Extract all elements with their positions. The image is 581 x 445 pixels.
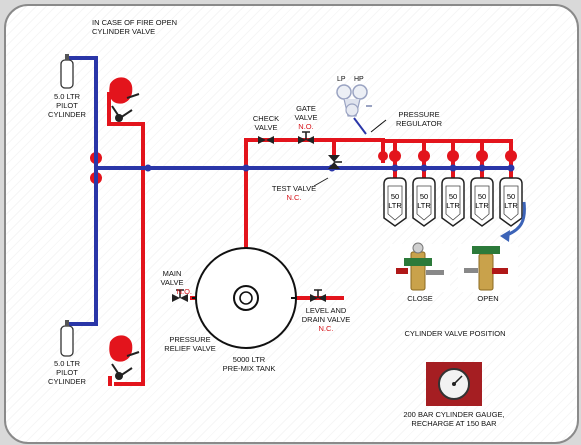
pilot-top-line-2: PILOT xyxy=(56,101,78,110)
main-valve-line-2: VALVE xyxy=(160,278,184,287)
test-valve-text: TEST VALVE xyxy=(271,184,317,193)
pilot-cylinder-top xyxy=(60,54,74,89)
close-label: CLOSE xyxy=(407,294,433,303)
relief-valve-line-2: RELIEF VALVE xyxy=(164,344,216,353)
main-valve xyxy=(172,289,188,302)
blue-pilot-line xyxy=(66,56,98,326)
test-valve xyxy=(313,155,342,187)
relief-valve-label: PRESSURE RELIEF VALVE xyxy=(160,335,220,353)
test-valve-label: TEST VALVE N.C. xyxy=(264,184,324,202)
open-valve-illustration xyxy=(458,244,518,292)
hand-actuator-bottom xyxy=(109,335,140,380)
cylinder-gauge-photo xyxy=(426,362,482,406)
lp-label: LP xyxy=(337,76,346,83)
check-valve xyxy=(258,136,274,144)
arrow-head xyxy=(500,230,510,242)
regulator-line-1: PRESSURE xyxy=(398,110,440,119)
level-drain-line-1: LEVEL AND xyxy=(305,306,347,315)
tank-line-1: 5000 LTR xyxy=(232,355,266,364)
relief-valve-line-1: PRESSURE xyxy=(169,335,211,344)
test-valve-state: N.C. xyxy=(286,193,302,202)
gate-valve xyxy=(298,131,314,144)
fire-instruction-line-2: CYLINDER VALVE xyxy=(92,27,156,36)
storage-cylinder-unit: LTR xyxy=(504,201,518,210)
main-valve-line-1: MAIN xyxy=(162,269,182,278)
pilot-bottom-line-2: PILOT xyxy=(56,368,78,377)
gate-valve-line-2: VALVE xyxy=(294,113,318,122)
hp-label: HP xyxy=(354,76,364,83)
red-manifold-pipe xyxy=(244,138,385,271)
hand-actuator-top xyxy=(109,77,140,122)
fire-instruction-line-1: IN CASE OF FIRE OPEN xyxy=(92,18,178,27)
storage-cylinder-unit: LTR xyxy=(446,201,460,210)
gate-valve-label: GATE VALVE N.O. xyxy=(288,104,324,131)
pressure-regulator xyxy=(336,84,387,135)
storage-cylinder-unit: LTR xyxy=(388,201,402,210)
open-label: OPEN xyxy=(477,294,499,303)
pilot-bottom-line-1: 5.0 LTR xyxy=(53,359,81,368)
valve-position-label: CYLINDER VALVE POSITION xyxy=(404,329,506,338)
main-valve-label: MAIN VALVE N.O. xyxy=(152,269,192,296)
gauge-line-1: 200 BAR CYLINDER GAUGE, xyxy=(403,410,505,419)
blue-junctions xyxy=(144,164,515,315)
check-valve-line-1: CHECK xyxy=(252,114,280,123)
storage-cylinder-unit: LTR xyxy=(475,201,489,210)
gate-valve-line-1: GATE xyxy=(296,104,316,113)
closed-valve-illustration xyxy=(390,242,450,292)
storage-cylinder-capacity: 50 xyxy=(449,192,457,201)
pilot-cylinder-bottom xyxy=(60,320,74,357)
regulator-line-2: REGULATOR xyxy=(396,119,442,128)
check-valve-label: CHECK VALVE xyxy=(248,114,284,132)
level-drain-state: N.C. xyxy=(318,324,334,333)
premix-tank-label: 5000 LTR PRE-MIX TANK xyxy=(214,355,284,373)
storage-cylinder-capacity: 50 xyxy=(507,192,515,201)
gate-valve-state: N.O. xyxy=(298,122,314,131)
storage-cylinder-capacity: 50 xyxy=(478,192,486,201)
level-drain-valve xyxy=(310,289,326,302)
pressure-regulator-label: PRESSURE REGULATOR xyxy=(390,110,448,128)
level-drain-line-2: DRAIN VALVE xyxy=(301,315,351,324)
storage-cylinder-capacity: 50 xyxy=(420,192,428,201)
storage-cylinder-unit: LTR xyxy=(417,201,431,210)
storage-cylinder-capacity: 50 xyxy=(391,192,399,201)
check-valve-line-2: VALVE xyxy=(254,123,278,132)
gauge-label: 200 BAR CYLINDER GAUGE, RECHARGE AT 150 … xyxy=(392,410,516,428)
premix-tank xyxy=(192,247,297,349)
pilot-bottom-line-3: CYLINDER xyxy=(48,377,86,386)
pilot-top-line-1: 5.0 LTR xyxy=(53,92,81,101)
pilot-top-line-3: CYLINDER xyxy=(48,110,86,119)
pilot-cylinder-top-label: 5.0 LTR PILOT CYLINDER xyxy=(42,92,92,119)
gauge-line-2: RECHARGE AT 150 BAR xyxy=(411,419,497,428)
tank-line-2: PRE-MIX TANK xyxy=(222,364,276,373)
level-drain-valve-label: LEVEL AND DRAIN VALVE N.C. xyxy=(292,306,360,333)
pilot-cylinder-bottom-label: 5.0 LTR PILOT CYLINDER xyxy=(42,359,92,386)
red-supply-pipe-left xyxy=(107,92,145,386)
main-valve-state: N.O. xyxy=(176,287,192,296)
fire-instruction-label: IN CASE OF FIRE OPEN CYLINDER VALVE xyxy=(92,18,177,36)
